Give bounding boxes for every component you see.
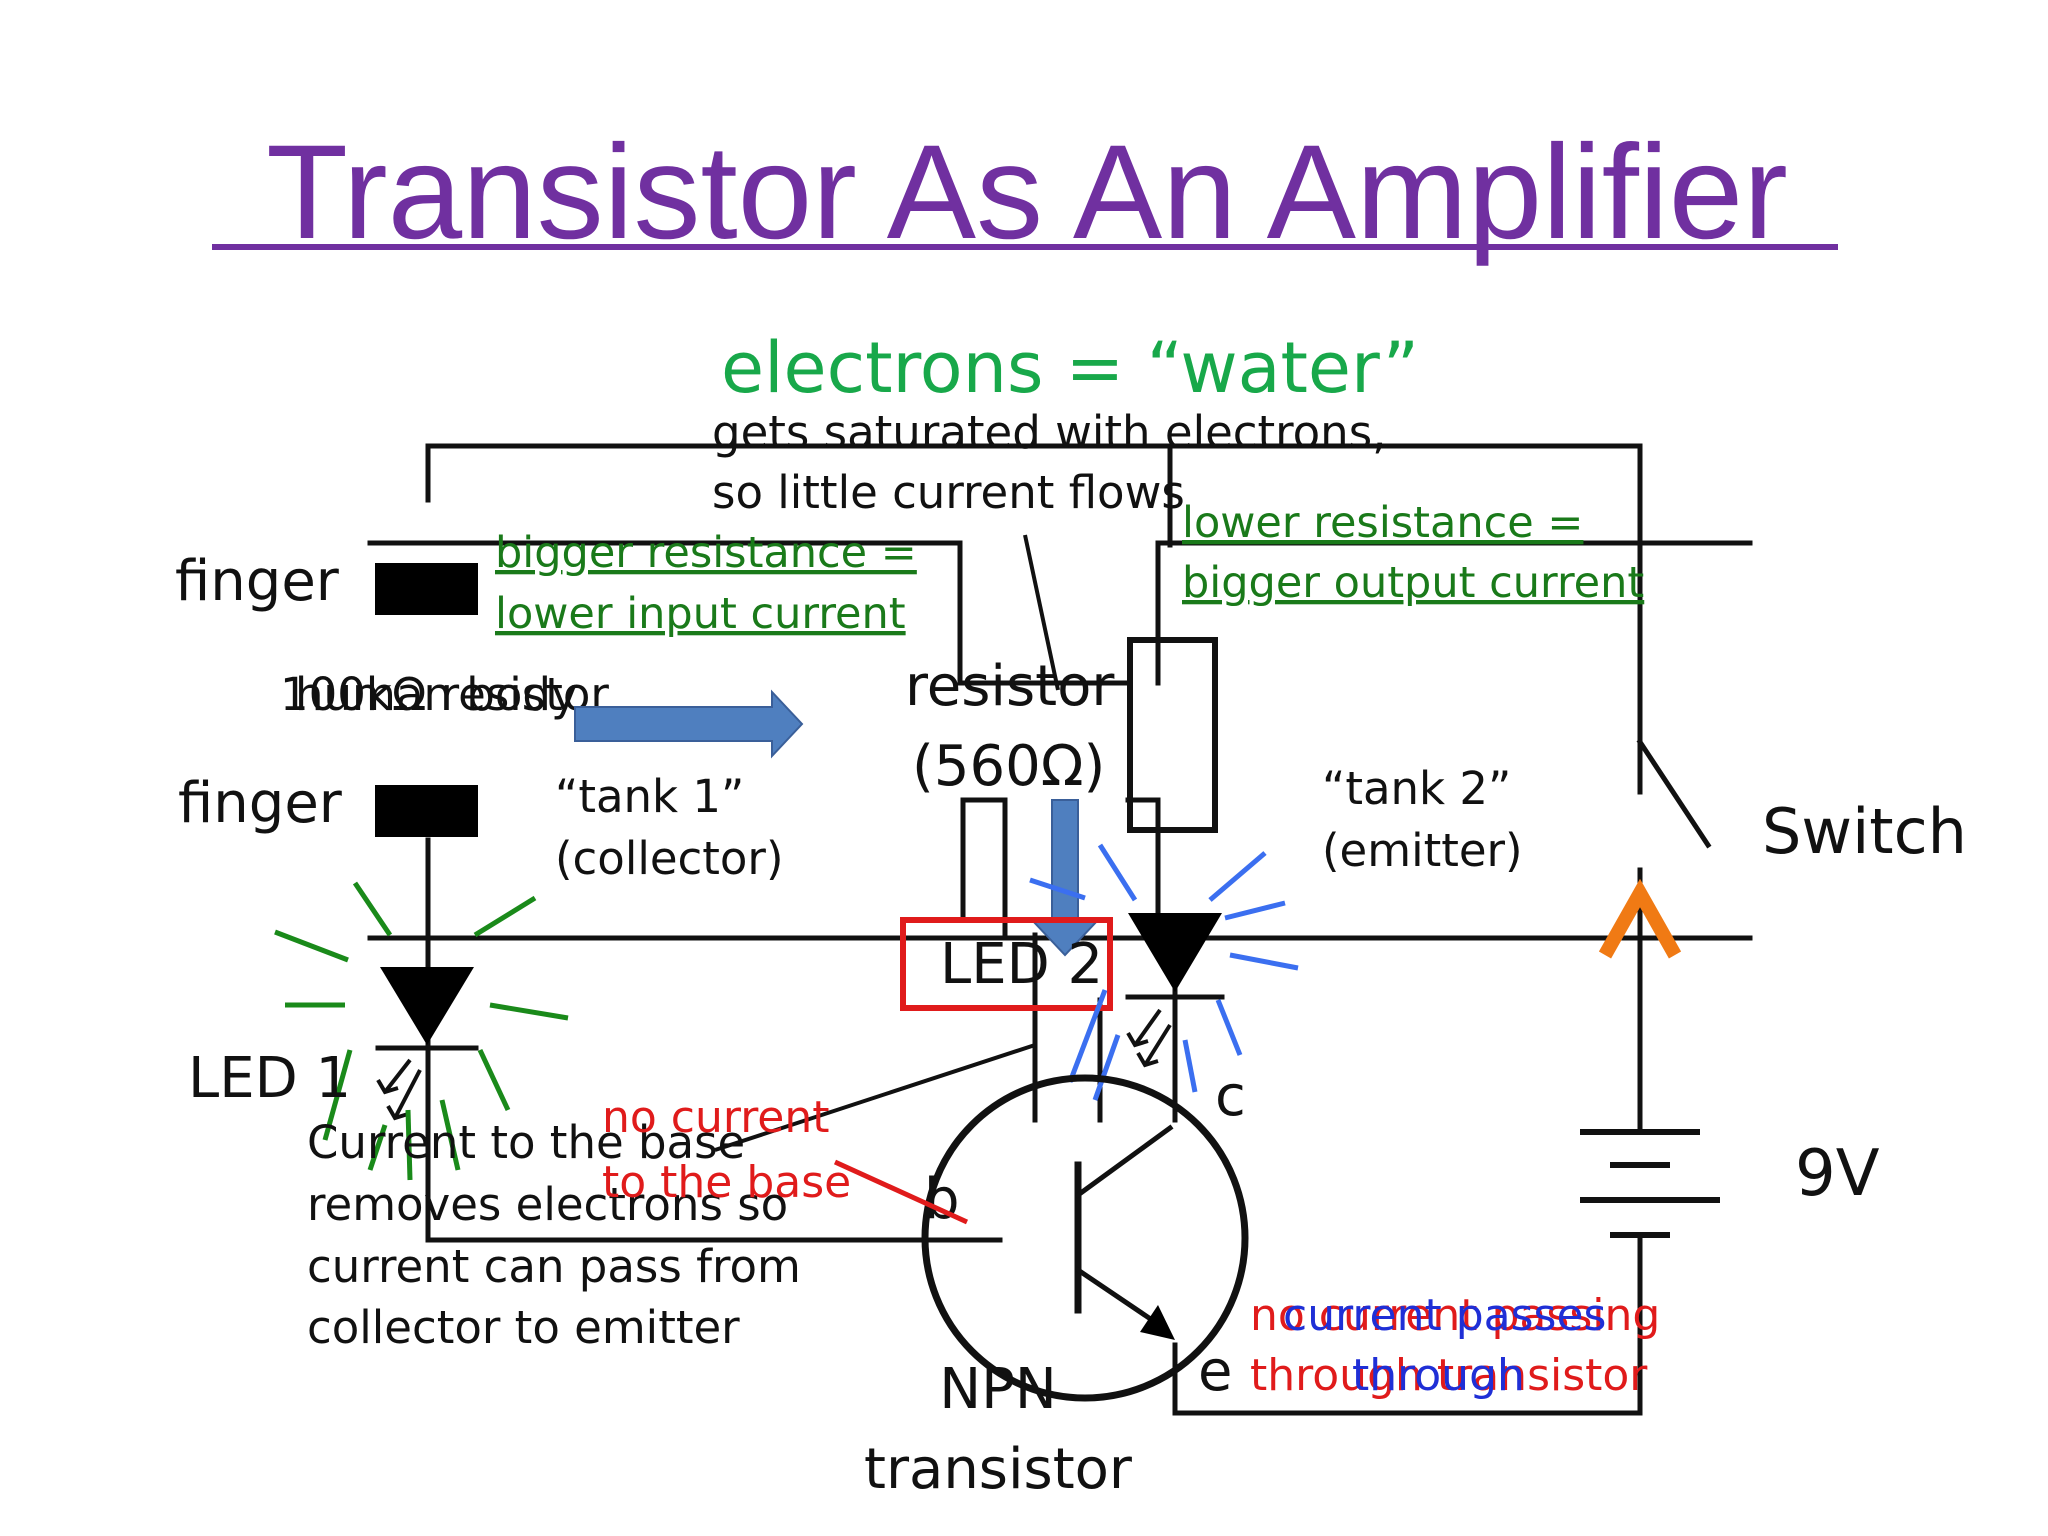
npn-transistor-symbol xyxy=(921,1074,1249,1402)
no-current-passing-line2: through transistor xyxy=(1250,1350,1648,1401)
bigger-resistance-line1: bigger resistance = xyxy=(495,528,917,578)
resistor-100k-label: 100kΩ resistor xyxy=(280,668,609,721)
finger-top-label: finger xyxy=(175,549,340,614)
base-current-line2: removes electrons so xyxy=(307,1178,788,1231)
led1-symbol xyxy=(375,967,479,1121)
current-passes-line2: through xyxy=(1352,1350,1525,1401)
led1-glow xyxy=(274,881,569,1181)
circuit-wires xyxy=(367,443,1753,1416)
lower-resistance-line2: bigger output current xyxy=(1182,558,1644,608)
resistor-body xyxy=(1127,637,1218,833)
switch-arrow-icon xyxy=(1598,878,1682,959)
led2-glow xyxy=(1029,843,1299,1101)
no-current-line2: to the base xyxy=(602,1157,851,1208)
lower-resistance-line1: lower resistance = xyxy=(1182,498,1583,548)
tank1-line2: (collector) xyxy=(555,832,784,885)
resistor-value-label: (560Ω) xyxy=(912,734,1105,799)
battery-symbol xyxy=(1580,1129,1720,1238)
base-current-line1: Current to the base xyxy=(307,1116,745,1169)
bigger-resistance-line2: lower input current xyxy=(495,589,906,639)
led2-highlight-box xyxy=(900,917,1113,1011)
finger-pad-bottom xyxy=(375,785,478,837)
led2-symbol xyxy=(1125,913,1225,1068)
human-body-label: human body xyxy=(295,668,578,721)
pin-c-label: c xyxy=(1215,1064,1246,1129)
base-current-line4: collector to emitter xyxy=(307,1301,740,1354)
saturated-pointer xyxy=(1023,534,1060,691)
no-current-strike xyxy=(833,1159,969,1225)
finger-pad-top xyxy=(375,563,478,615)
slide-title: Transistor As An Amplifier xyxy=(266,118,1788,267)
led2-label: LED 2 xyxy=(940,932,1103,997)
flow-arrow-right xyxy=(574,689,804,759)
tank1-line1: “tank 1” xyxy=(555,770,744,823)
tank2-line2: (emitter) xyxy=(1322,824,1523,877)
pin-e-label: e xyxy=(1198,1339,1232,1404)
switch-lever xyxy=(1636,738,1712,849)
saturated-line1: gets saturated with electrons, xyxy=(712,406,1386,459)
pin-b-label: b xyxy=(924,1167,960,1232)
saturated-line2: so little current flows xyxy=(712,466,1185,519)
resistor-label: resistor xyxy=(905,654,1115,719)
switch-label: Switch xyxy=(1762,795,1967,868)
base-current-pointer xyxy=(714,1043,1036,1152)
finger-bottom-label: finger xyxy=(178,771,343,836)
tank2-line1: “tank 2” xyxy=(1322,762,1511,815)
battery-label: 9V xyxy=(1795,1137,1880,1211)
npn-line1: NPN xyxy=(939,1357,1057,1422)
npn-line2: transistor xyxy=(864,1437,1133,1502)
no-current-line1: no current xyxy=(602,1092,830,1143)
base-current-line3: current can pass from xyxy=(307,1240,801,1293)
no-current-passing-line1: no current passing xyxy=(1250,1290,1660,1341)
subtitle: electrons = “water” xyxy=(721,327,1419,409)
current-passes-line1: current passes xyxy=(1283,1290,1606,1341)
led1-label: LED 1 xyxy=(188,1046,351,1111)
